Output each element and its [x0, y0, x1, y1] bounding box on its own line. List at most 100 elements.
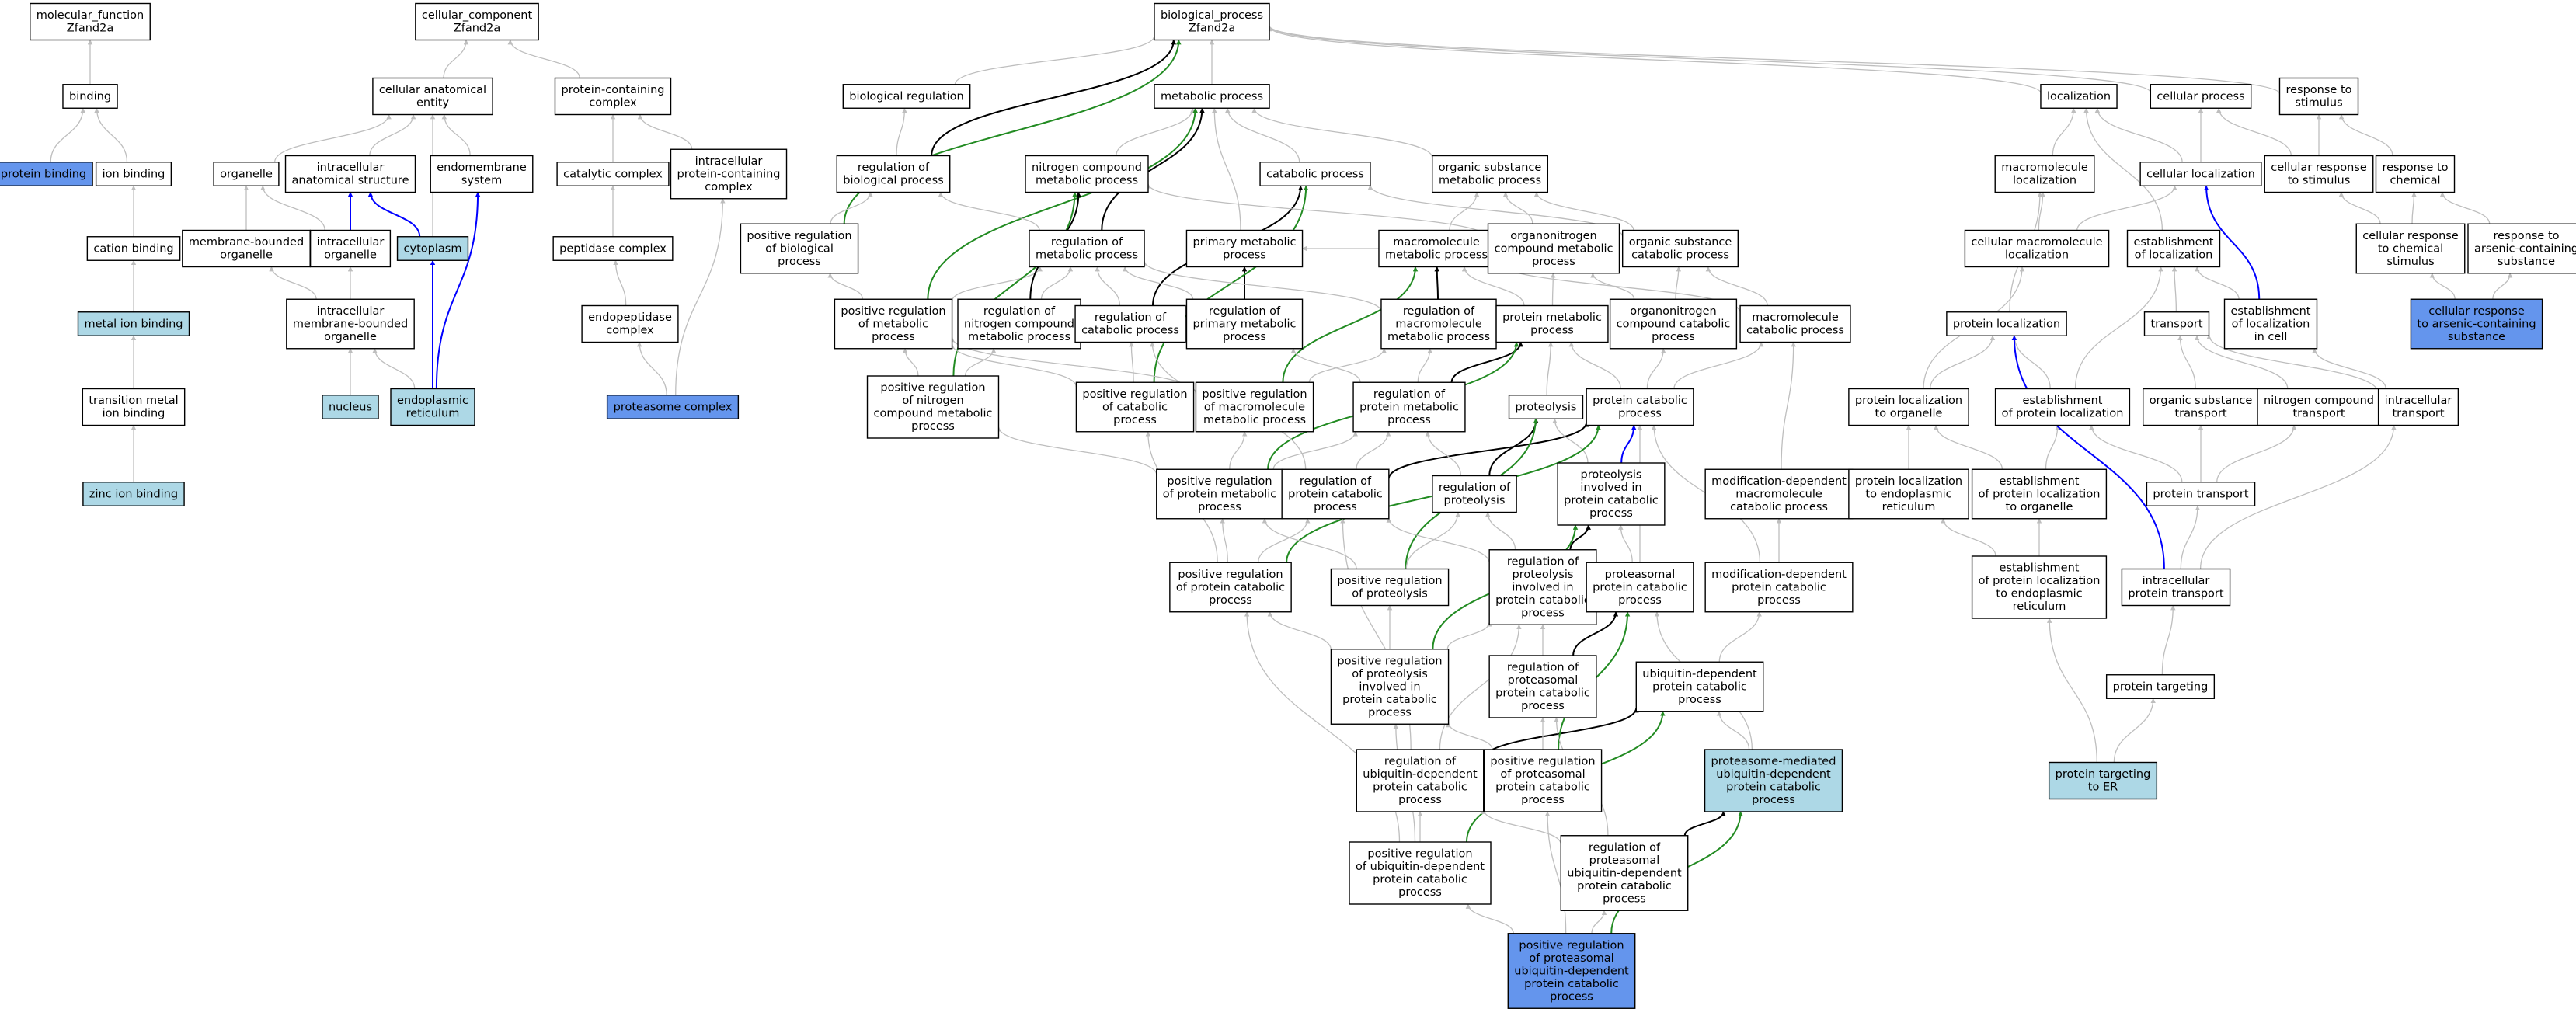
node-label-line: establishment: [2231, 305, 2311, 318]
edge-arrow: [2203, 185, 2261, 300]
node-box: [1495, 304, 1609, 343]
edge-arrow: [1568, 341, 1621, 389]
edge-arrow: [1425, 431, 1462, 476]
node-label-line: to ER: [2088, 781, 2118, 794]
node-label-line: of localization: [2135, 249, 2213, 262]
node-label-line: process: [911, 420, 955, 433]
node-label-line: regulation of: [1507, 662, 1579, 674]
node-box: [1848, 468, 1969, 520]
node-label-line: transition metal: [89, 395, 178, 407]
edge-arrow: [1546, 341, 1554, 395]
node-label-line: protein transport: [2153, 488, 2248, 500]
go-term-node: metal ion binding: [77, 311, 190, 336]
node-label-line: endomembrane: [437, 162, 527, 174]
go-term-node: zinc ion binding: [82, 482, 185, 506]
node-box: [670, 148, 788, 200]
node-box: [1349, 841, 1492, 905]
node-box: [1330, 649, 1450, 725]
node-label-line: regulation of: [858, 162, 930, 174]
edge-arrow: [1930, 335, 1996, 389]
node-label-line: of proteolysis: [1352, 668, 1428, 680]
edge-arrow: [2439, 191, 2491, 224]
edge-arrow: [2206, 334, 2379, 394]
node-label-line: cellular localization: [2146, 168, 2255, 180]
node-label-line: of proteolysis: [1352, 588, 1428, 600]
go-term-node: catabolic process: [1259, 162, 1371, 186]
node-label-line: protein catabolic: [1577, 880, 1672, 892]
node-box: [430, 155, 534, 193]
node-label-line: membrane-bounded: [293, 318, 408, 330]
edge-arrow: [1552, 418, 1589, 464]
edge-arrow: [637, 113, 693, 150]
go-term-node: ion binding: [95, 162, 172, 186]
node-label-line: macromolecule: [1395, 318, 1482, 330]
edge-arrow: [507, 39, 580, 78]
node-label-line: peptidase complex: [559, 242, 667, 255]
node-label-line: proteolysis: [1581, 469, 1642, 482]
node-box: [1281, 468, 1390, 520]
edge-arrow: [367, 191, 421, 237]
node-label-line: catabolic process: [1730, 501, 1828, 513]
edge-arrow: [1465, 903, 1514, 934]
node-label-line: protein transport: [2128, 588, 2223, 600]
edge-arrow: [2038, 191, 2045, 231]
node-label-line: regulation of: [1095, 311, 1167, 324]
node-label-line: complex: [589, 97, 637, 110]
node-label-line: metabolic process: [1387, 331, 1490, 343]
node-label-line: positive regulation: [747, 230, 851, 242]
edge-arrow: [1572, 611, 1619, 656]
node-label-line: to stimulus: [2288, 175, 2351, 187]
edge-arrow: [50, 107, 86, 162]
node-label-line: organelle: [220, 168, 273, 180]
node-box: [554, 77, 672, 116]
edge-arrow: [1941, 518, 1996, 557]
node-label-line: positive regulation: [841, 305, 945, 318]
node-label-line: of catabolic: [1102, 401, 1168, 413]
node-box: [2048, 761, 2158, 800]
node-box: [1075, 381, 1195, 433]
node-label-line: intracellular: [317, 305, 385, 318]
node-label-line: endoplasmic: [397, 395, 468, 407]
edge-arrow: [269, 266, 317, 300]
node-label-line: reticulum: [2013, 600, 2066, 613]
node-box: [95, 162, 172, 186]
node-box: [1507, 933, 1636, 1009]
node-label-line: regulation of: [983, 305, 1056, 318]
node-label-line: ubiquitin-dependent: [1514, 965, 1629, 977]
node-label-line: process: [1652, 331, 1695, 343]
edge-arrow: [372, 348, 416, 389]
node-box: [213, 162, 280, 186]
node-label-line: zinc ion binding: [89, 488, 178, 500]
node-box: [1378, 229, 1495, 268]
node-label-line: metal ion binding: [84, 318, 183, 330]
node-label-line: nitrogen compound: [964, 318, 1074, 330]
node-box: [2264, 155, 2374, 193]
node-label-line: positive regulation: [1202, 388, 1307, 401]
node-label-line: Zfand2a: [454, 23, 500, 35]
edge-arrow: [902, 348, 919, 377]
edge-arrow: [2177, 335, 2196, 389]
node-box: [1156, 468, 1283, 520]
node-label-line: to arsenic-containing: [2417, 318, 2536, 330]
node-label-line: process: [1223, 331, 1266, 343]
node-label-line: of nitrogen: [902, 395, 963, 407]
node-box: [62, 84, 118, 109]
node-label-line: proteolysis: [1513, 569, 1574, 581]
node-label-line: positive regulation: [1337, 575, 1442, 587]
edge-arrow: [1101, 107, 1205, 231]
edge-arrow: [830, 191, 873, 224]
node-box: [2139, 162, 2262, 186]
node-box: [2121, 568, 2231, 607]
